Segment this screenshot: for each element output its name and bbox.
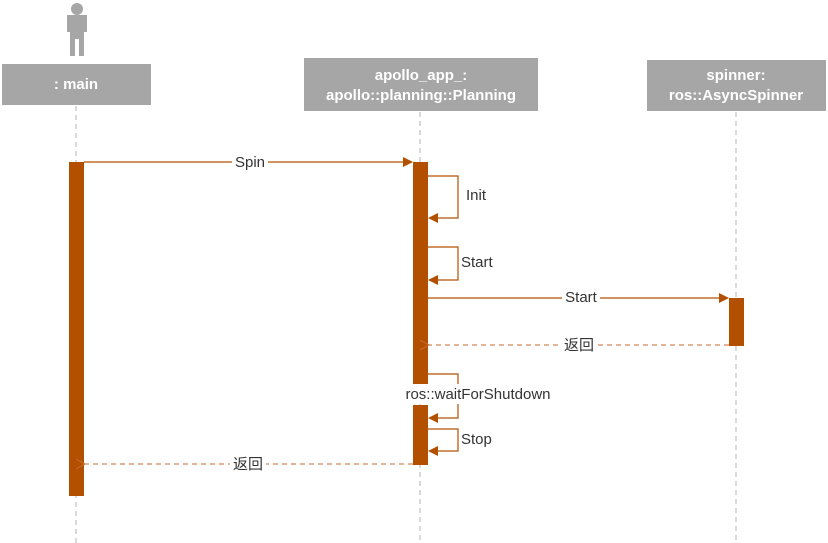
message-spin: Spin <box>84 152 413 171</box>
lifeline-header-main: : main <box>2 64 151 105</box>
lifeline-header-planning: apollo_app_: apollo::planning::Planning <box>304 58 538 111</box>
message-init: Init <box>428 175 487 223</box>
activation-spinner <box>729 298 744 346</box>
message-return-spinner-label: 返回 <box>564 337 594 354</box>
message-start-spinner: Start <box>428 288 729 306</box>
message-wait-for-shutdown-label: ros::waitForShutdown <box>405 386 550 403</box>
lifeline-spinner-title-line1: spinner: <box>706 67 765 84</box>
lifeline-header-spinner: spinner: ros::AsyncSpinner <box>647 60 826 111</box>
message-return-spinner: 返回 <box>429 335 729 354</box>
message-wait-for-shutdown: ros::waitForShutdown <box>397 373 559 423</box>
message-init-label: Init <box>466 187 487 204</box>
activation-planning-2 <box>413 405 428 465</box>
person-icon <box>67 3 87 56</box>
lifeline-main-title: : main <box>54 76 98 93</box>
message-start-self: Start <box>428 246 494 285</box>
message-start-spinner-label: Start <box>565 289 598 306</box>
lifeline-spinner-title-line2: ros::AsyncSpinner <box>669 87 803 104</box>
message-stop: Stop <box>428 428 492 456</box>
lifeline-planning-title-line1: apollo_app_: <box>375 67 468 84</box>
activation-planning-1 <box>413 162 428 386</box>
activation-main <box>69 162 84 496</box>
message-spin-label: Spin <box>235 154 265 171</box>
message-stop-label: Stop <box>461 431 492 448</box>
message-start-self-label: Start <box>461 254 494 271</box>
message-return-main: 返回 <box>85 454 413 473</box>
lifeline-planning-title-line2: apollo::planning::Planning <box>326 87 516 104</box>
message-return-main-label: 返回 <box>233 456 263 473</box>
